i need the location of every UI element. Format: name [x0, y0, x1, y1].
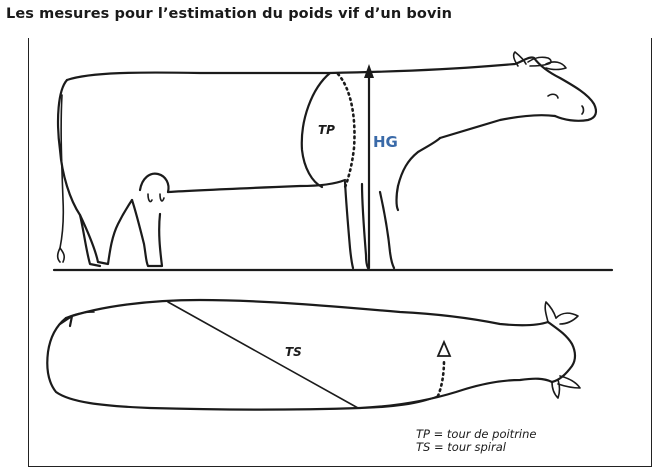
arrow-up-icon [438, 342, 450, 356]
tp-measurement: TP [302, 73, 355, 190]
cow-top-view [47, 300, 580, 410]
legend: TP = tour de poitrine TS = tour spiral [416, 427, 536, 454]
ts-measurement: TS [168, 302, 450, 408]
hg-measurement: HG [364, 64, 398, 268]
tp-label: TP [318, 123, 335, 137]
cow-side-view [54, 52, 612, 270]
ts-label: TS [285, 345, 302, 359]
legend-ts: TS = tour spiral [416, 440, 507, 454]
hg-label: HG [373, 133, 398, 151]
legend-tp: TP = tour de poitrine [416, 427, 536, 441]
